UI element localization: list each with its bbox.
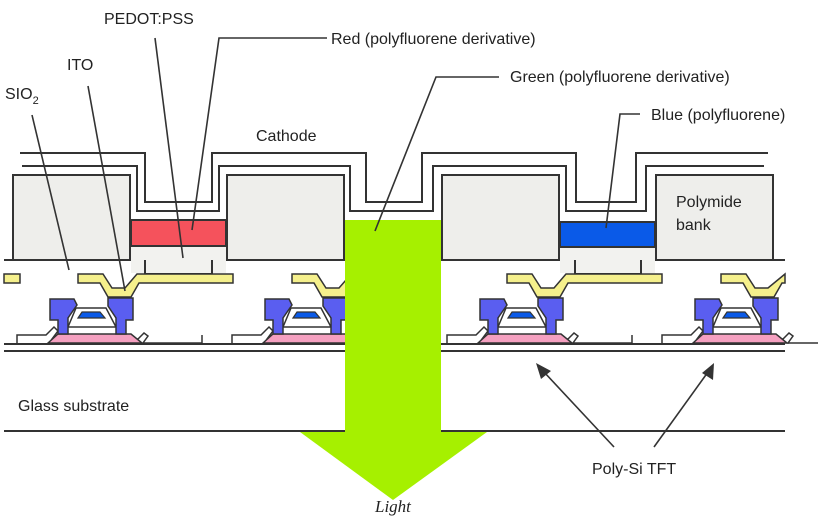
source-electrode [694,298,723,335]
red-label: Red (polyfluorene derivative) [331,31,536,48]
sio2-label-main: SIO [5,86,33,103]
ito-segment [291,273,347,298]
source-electrode [264,298,293,335]
green-label: Green (polyfluorene derivative) [510,69,730,86]
red-leader-line [191,37,327,231]
tft-pointer-arrows [536,363,714,448]
pedot-red [131,247,226,273]
drain-electrode [752,297,779,335]
ito-segment [3,273,21,284]
blue-leader-line [605,113,640,229]
tft-3 [446,297,633,344]
cathode-label: Cathode [256,128,317,145]
ito-leader-line [87,85,126,292]
gate-electrode [506,311,537,319]
poly-si-channel [261,333,360,344]
green-leader-line [374,76,499,232]
tft-arrow-right-head [702,363,714,380]
cathode-inner-line [22,165,764,212]
drain-electrode [537,297,564,335]
tft-arrow-right [653,371,709,448]
ito-label: ITO [67,57,93,74]
ito-segment [720,272,786,298]
pedot-label: PEDOT:PSS [104,11,194,28]
drain-electrode [107,297,134,335]
tft-4 [661,297,818,344]
cathode-layer [20,152,768,212]
bank-3 [441,174,560,261]
bank-1 [12,174,131,261]
sio2-leader-line [31,114,70,271]
bank-4 [655,174,774,261]
cathode-outer-line [20,152,768,203]
poly-si-channel [691,333,790,344]
glass-substrate-label: Glass substrate [18,398,129,415]
pedot-leader-line [154,37,184,259]
bank-label-line1: Polymide [676,194,742,211]
light-arrow-head [300,432,487,500]
tft-label: Poly-Si TFT [592,461,676,478]
sio2-label-subscript: 2 [33,95,39,107]
bank-label-line2: bank [676,217,712,234]
green-light-path [300,220,487,500]
poly-si-channel [476,333,575,344]
source-electrode [49,298,78,335]
tft-arrow-left [543,371,615,448]
ito-layers [3,272,786,298]
bank-2 [226,174,345,261]
polymide-banks [12,174,774,261]
gate-electrode [721,311,752,319]
source-electrode [479,298,508,335]
poly-si-tft-group [16,297,818,344]
tft-1 [16,297,203,344]
leader-lines [31,37,640,292]
ito-segment [506,273,663,298]
green-emitter-layer [345,220,441,432]
gate-electrode [76,311,107,319]
light-label: Light [374,497,412,516]
sio2-layer [4,247,785,274]
drain-electrode [322,297,349,335]
poly-si-channel [46,333,145,344]
ito-segment [77,273,234,298]
gate-electrode [291,311,322,319]
sio2-label: SIO2 [5,86,39,107]
blue-emitter-layer [559,221,656,248]
blue-label: Blue (polyfluorene) [651,107,785,124]
tft-arrow-left-head [536,363,551,379]
